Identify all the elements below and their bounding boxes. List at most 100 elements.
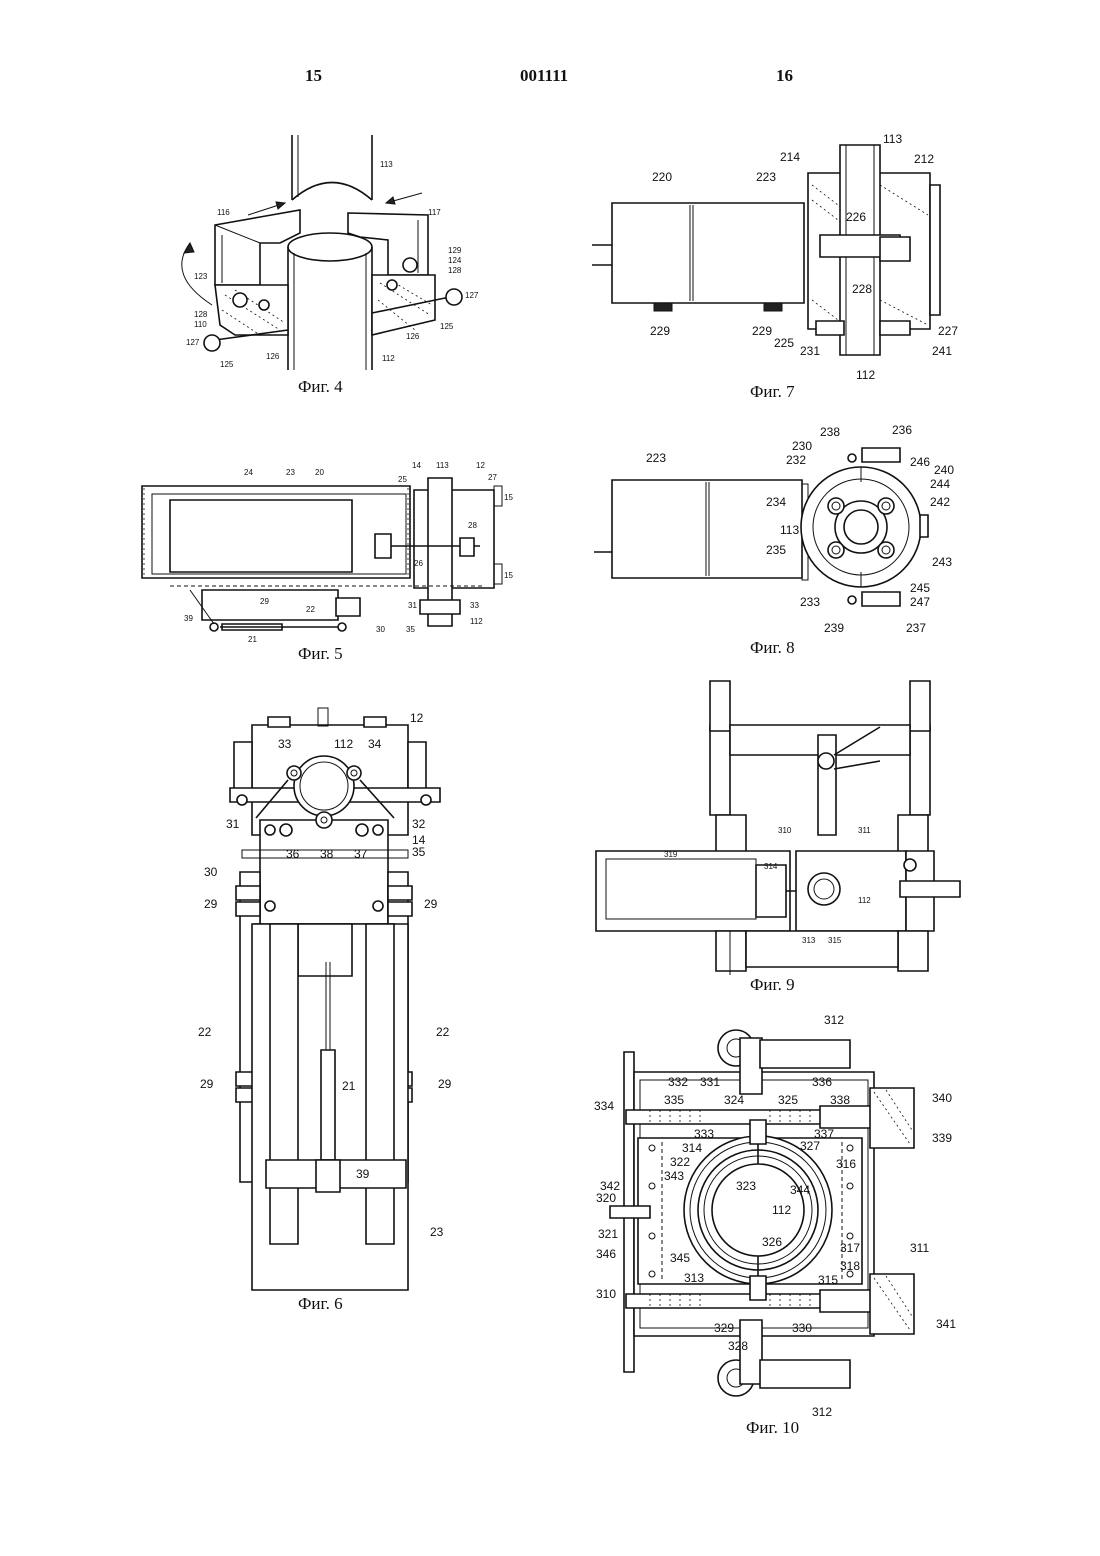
fig5-label-20: 20 <box>315 469 324 477</box>
fig7-label-112: 112 <box>856 369 875 381</box>
fig5-label-12: 12 <box>476 462 485 470</box>
fig10-label-312-top: 312 <box>824 1014 844 1026</box>
fig10-label-330: 330 <box>792 1322 812 1334</box>
fig5-label-24: 24 <box>244 469 253 477</box>
fig5-label-28: 28 <box>468 522 477 530</box>
fig8-label-236: 236 <box>892 424 912 436</box>
figure-9-caption: Фиг. 9 <box>750 975 795 995</box>
fig5-label-30: 30 <box>376 626 385 634</box>
fig10-label-346: 346 <box>596 1248 616 1260</box>
fig10-label-328: 328 <box>728 1340 748 1352</box>
fig4-label-128-right: 128 <box>448 267 461 275</box>
fig10-label-336: 336 <box>812 1076 832 1088</box>
fig6-label-31: 31 <box>226 818 239 830</box>
fig4-label-116: 116 <box>217 209 230 217</box>
fig10-label-338: 338 <box>830 1094 850 1106</box>
figure-5: 24 23 20 14 113 12 27 25 15 28 26 15 29 … <box>130 460 520 670</box>
fig7-label-113: 113 <box>883 133 902 145</box>
fig8-label-247: 247 <box>910 596 930 608</box>
fig5-label-112: 112 <box>470 618 483 626</box>
fig5-label-39: 39 <box>184 615 193 623</box>
figure-7: 113 214 212 220 223 226 228 229 229 225 … <box>580 125 970 405</box>
fig7-label-227: 227 <box>938 325 958 337</box>
fig10-label-311: 311 <box>910 1242 929 1254</box>
fig6-label-33: 33 <box>278 738 291 750</box>
fig4-label-126-left: 126 <box>266 353 279 361</box>
fig8-label-246: 246 <box>910 456 930 468</box>
fig10-label-315: 315 <box>818 1274 838 1286</box>
fig10-label-340: 340 <box>932 1092 952 1104</box>
figure-9: 319 310 311 314 112 313 315 Фиг. 9 <box>580 675 970 1000</box>
fig8-label-230: 230 <box>792 440 812 452</box>
figure-10-drawing <box>590 1010 980 1440</box>
fig8-label-235: 235 <box>766 544 786 556</box>
fig10-label-323: 323 <box>736 1180 756 1192</box>
fig7-label-226: 226 <box>846 211 866 223</box>
fig6-label-34: 34 <box>368 738 381 750</box>
fig10-label-333: 333 <box>694 1128 714 1140</box>
fig9-label-112: 112 <box>858 897 871 905</box>
fig8-label-223: 223 <box>646 452 666 464</box>
fig8-label-245: 245 <box>910 582 930 594</box>
fig4-label-125-left: 125 <box>220 361 233 369</box>
fig7-label-228: 228 <box>852 283 872 295</box>
figure-5-drawing <box>130 460 520 670</box>
fig10-label-332: 332 <box>668 1076 688 1088</box>
fig5-label-21: 21 <box>248 636 257 644</box>
fig5-label-31: 31 <box>408 602 417 610</box>
fig4-label-113: 113 <box>380 161 393 169</box>
fig5-label-15-top: 15 <box>504 494 513 502</box>
fig8-label-239: 239 <box>824 622 844 634</box>
fig7-label-229-right: 229 <box>752 325 772 337</box>
figure-10-caption: Фиг. 10 <box>746 1418 799 1438</box>
figure-8-caption: Фиг. 8 <box>750 638 795 658</box>
fig4-label-124: 124 <box>448 257 461 265</box>
fig9-label-314: 314 <box>764 863 777 871</box>
fig4-label-112: 112 <box>382 355 395 363</box>
fig7-label-225: 225 <box>774 337 794 349</box>
fig10-label-317: 317 <box>840 1242 860 1254</box>
figure-10: 312 332 331 336 334 335 324 325 338 340 … <box>590 1010 980 1440</box>
right-page-number: 16 <box>776 66 793 86</box>
fig10-label-326: 326 <box>762 1236 782 1248</box>
fig6-label-38: 38 <box>320 848 333 860</box>
figure-4-caption: Фиг. 4 <box>298 377 343 397</box>
fig7-label-229-left: 229 <box>650 325 670 337</box>
fig8-label-240: 240 <box>934 464 954 476</box>
fig8-label-237: 237 <box>906 622 926 634</box>
fig8-label-242: 242 <box>930 496 950 508</box>
document-number: 001111 <box>520 66 568 86</box>
figure-7-drawing <box>580 125 970 405</box>
fig10-label-112: 112 <box>772 1204 791 1216</box>
figure-4-drawing <box>160 125 480 405</box>
fig8-label-232: 232 <box>786 454 806 466</box>
fig6-label-39: 39 <box>356 1168 369 1180</box>
figure-6-caption: Фиг. 6 <box>298 1294 343 1314</box>
figure-8: 238 236 230 232 246 240 223 244 234 242 … <box>580 420 970 665</box>
fig10-label-316: 316 <box>836 1158 856 1170</box>
fig6-label-35: 35 <box>412 846 425 858</box>
fig5-label-26: 26 <box>414 560 423 568</box>
fig5-label-22: 22 <box>306 606 315 614</box>
fig10-label-345: 345 <box>670 1252 690 1264</box>
fig5-label-15-bottom: 15 <box>504 572 513 580</box>
figure-7-caption: Фиг. 7 <box>750 382 795 402</box>
fig10-label-344: 344 <box>790 1184 810 1196</box>
fig8-label-233: 233 <box>800 596 820 608</box>
fig9-label-315: 315 <box>828 937 841 945</box>
fig10-label-314: 314 <box>682 1142 702 1154</box>
figure-4: 113 116 117 129 124 128 123 128 110 127 … <box>160 125 480 405</box>
fig4-label-126-right: 126 <box>406 333 419 341</box>
fig7-label-223: 223 <box>756 171 776 183</box>
fig6-label-36: 36 <box>286 848 299 860</box>
fig10-label-339: 339 <box>932 1132 952 1144</box>
fig4-label-128-left: 128 <box>194 311 207 319</box>
fig5-label-33: 33 <box>470 602 479 610</box>
fig4-label-129: 129 <box>448 247 461 255</box>
fig5-label-29: 29 <box>260 598 269 606</box>
fig6-label-30: 30 <box>204 866 217 878</box>
figure-9-drawing <box>580 675 970 1000</box>
fig6-label-29-upper-right: 29 <box>424 898 437 910</box>
fig6-label-22-left: 22 <box>198 1026 211 1038</box>
fig5-label-113: 113 <box>436 462 449 470</box>
